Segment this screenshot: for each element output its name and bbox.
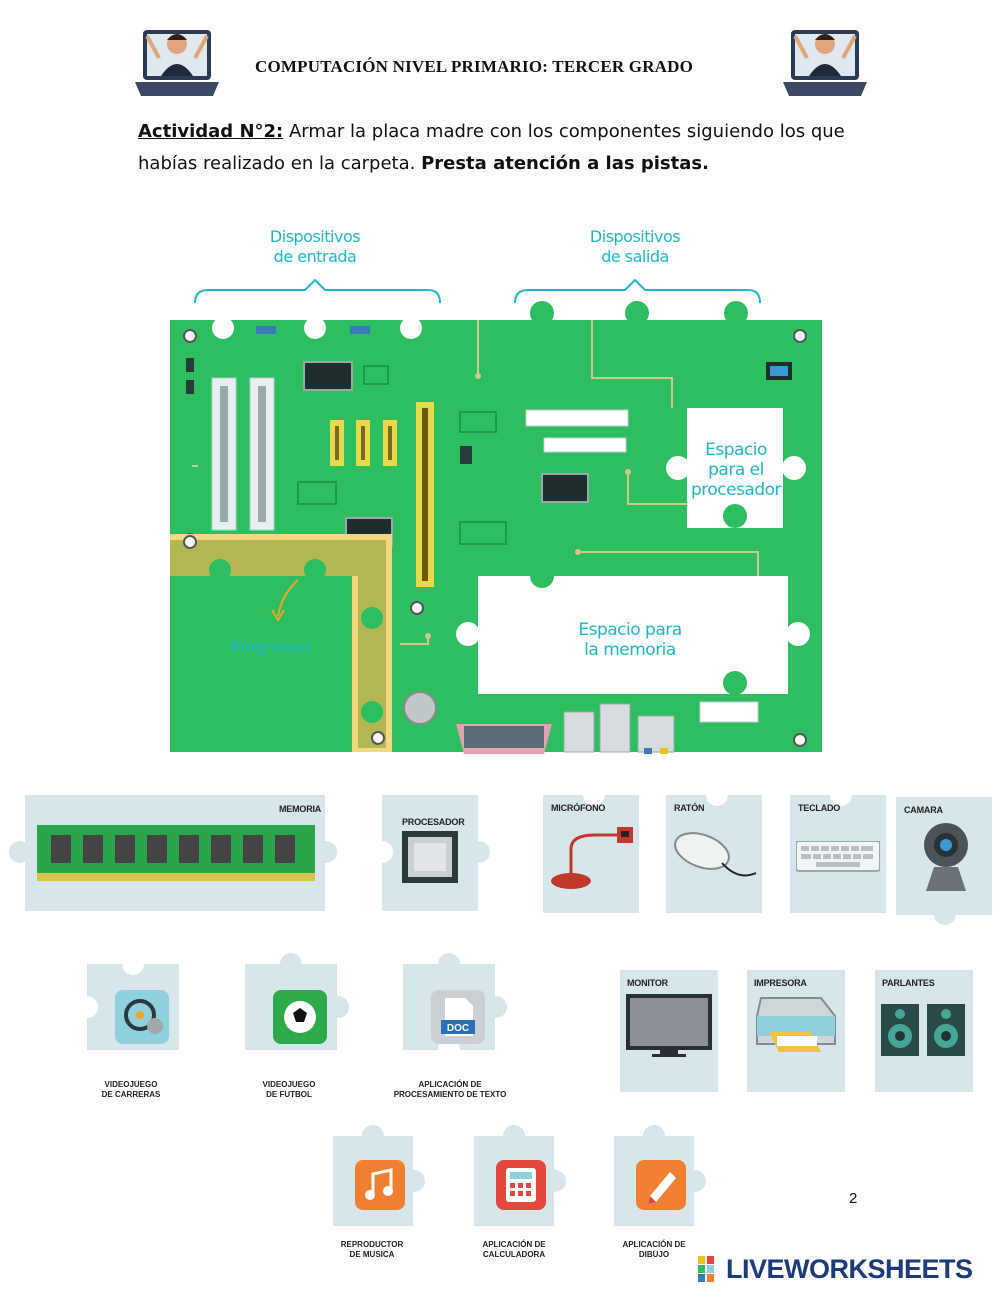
app-label-line1: APLICACIÓN DE xyxy=(622,1240,686,1249)
soccer-ball-icon xyxy=(273,990,327,1044)
piece-raton[interactable]: RATÓN xyxy=(666,784,762,913)
app-label-line1: APLICACIÓN DE xyxy=(482,1240,546,1249)
input-devices-label: Dispositivos de entrada xyxy=(250,227,380,267)
piece-microfono[interactable]: MICRÓFONO xyxy=(543,784,639,913)
page-title: COMPUTACIÓN NIVEL PRIMARIO: TERCER GRADO xyxy=(255,57,694,76)
racing-game-icon xyxy=(115,990,169,1044)
monitor-icon xyxy=(626,994,712,1057)
output-devices-label: Dispositivos de salida xyxy=(570,227,700,267)
ram-module-icon xyxy=(37,825,315,881)
app-label-musica: REPRODUCTOR DE MUSICA xyxy=(320,1240,424,1260)
piece-dibujo[interactable] xyxy=(614,1125,706,1226)
piece-label: IMPRESORA xyxy=(754,978,807,988)
pencil-icon xyxy=(636,1160,686,1210)
liveworksheets-logo-icon xyxy=(698,1256,714,1282)
piece-label: MEMORIA xyxy=(279,804,322,814)
output-label-line1: Dispositivos xyxy=(589,227,681,246)
avatar-laptop-icon xyxy=(135,30,219,96)
input-label-line1: Dispositivos xyxy=(269,227,361,246)
piece-parlantes[interactable]: PARLANTES xyxy=(875,970,973,1092)
music-note-icon xyxy=(355,1160,405,1210)
memory-space-label: Espacio para la memoria xyxy=(560,620,700,660)
app-label-texto: APLICACIÓN DE PROCESAMIENTO DE TEXTO xyxy=(380,1080,520,1100)
output-label-line2: de salida xyxy=(601,247,669,266)
piece-impresora[interactable]: IMPRESORA xyxy=(747,970,845,1092)
document-icon: DOC xyxy=(431,990,485,1044)
webcam-icon xyxy=(924,823,968,891)
piece-procesador[interactable]: PROCESADOR xyxy=(371,795,490,911)
piece-procesamiento-texto[interactable]: DOC xyxy=(403,953,507,1061)
piece-teclado[interactable]: TECLADO xyxy=(790,784,886,913)
microphone-icon xyxy=(551,827,633,889)
app-label-carreras: VIDEOJUEGO DE CARRERAS xyxy=(80,1080,182,1100)
instructions-text: Armar la placa madre con los componentes… xyxy=(138,121,845,174)
mouse-icon xyxy=(674,832,757,877)
processor-space-line3: procesador xyxy=(690,480,782,500)
app-label-line2: CALCULADORA xyxy=(482,1250,546,1259)
piece-memoria[interactable]: MEMORIA xyxy=(9,795,337,911)
motherboard xyxy=(170,278,822,754)
app-label-line1: APLICACIÓN DE xyxy=(418,1080,482,1089)
app-label-futbol: VIDEOJUEGO DE FUTBOL xyxy=(238,1080,340,1100)
piece-reproductor-musica[interactable] xyxy=(333,1125,425,1226)
processor-space-line2: para el xyxy=(708,460,764,480)
piece-label: MICRÓFONO xyxy=(551,803,606,813)
app-label-line2: DE FUTBOL xyxy=(266,1090,312,1099)
piece-label: PARLANTES xyxy=(882,978,935,988)
memory-space-line1: Espacio para xyxy=(578,620,682,640)
app-label-line2: DE CARRERAS xyxy=(101,1090,161,1099)
app-label-line2: PROCESAMIENTO DE TEXTO xyxy=(393,1090,507,1099)
piece-videojuego-carreras[interactable] xyxy=(76,953,179,1050)
app-label-line1: VIDEOJUEGO xyxy=(104,1080,158,1089)
speakers-icon xyxy=(881,1004,965,1056)
piece-label: PROCESADOR xyxy=(402,817,465,827)
app-label-dibujo: APLICACIÓN DE DIBUJO xyxy=(602,1240,706,1260)
liveworksheets-brand[interactable]: LIVEWORKSHEETS xyxy=(726,1254,973,1284)
page-number: 2 xyxy=(849,1190,858,1207)
input-label-line2: de entrada xyxy=(273,247,357,266)
app-label-line2: DE MUSICA xyxy=(349,1250,395,1259)
piece-videojuego-futbol[interactable] xyxy=(245,953,349,1050)
app-label-calculadora: APLICACIÓN DE CALCULADORA xyxy=(462,1240,566,1260)
keyboard-icon xyxy=(796,841,880,872)
cpu-chip-icon xyxy=(402,831,458,883)
activity-label: Actividad N°2: xyxy=(138,121,284,142)
piece-label: MONITOR xyxy=(627,978,668,988)
piece-calculadora[interactable] xyxy=(474,1125,566,1226)
piece-label: RATÓN xyxy=(674,803,705,813)
piece-label: TECLADO xyxy=(798,803,841,813)
processor-space-line1: Espacio xyxy=(705,440,767,460)
printer-icon xyxy=(756,997,836,1052)
calculator-icon xyxy=(496,1160,546,1210)
app-label-line2: DIBUJO xyxy=(638,1250,670,1259)
piece-label: CAMARA xyxy=(904,805,943,815)
piece-camara[interactable]: CAMARA xyxy=(896,797,992,925)
avatar-laptop-icon xyxy=(783,30,867,96)
instructions: Actividad N°2: Armar la placa madre con … xyxy=(138,116,878,180)
instructions-emphasis: Presta atención a las pistas. xyxy=(421,153,709,174)
processor-space-label: Espacio para el procesador xyxy=(686,440,786,500)
memory-space-line2: la memoria xyxy=(584,640,676,660)
doc-icon-text: DOC xyxy=(447,1023,469,1034)
app-label-line1: REPRODUCTOR xyxy=(340,1240,404,1249)
programs-label: Programas xyxy=(231,637,313,656)
app-label-line1: VIDEOJUEGO xyxy=(262,1080,316,1089)
piece-monitor[interactable]: MONITOR xyxy=(620,970,718,1092)
